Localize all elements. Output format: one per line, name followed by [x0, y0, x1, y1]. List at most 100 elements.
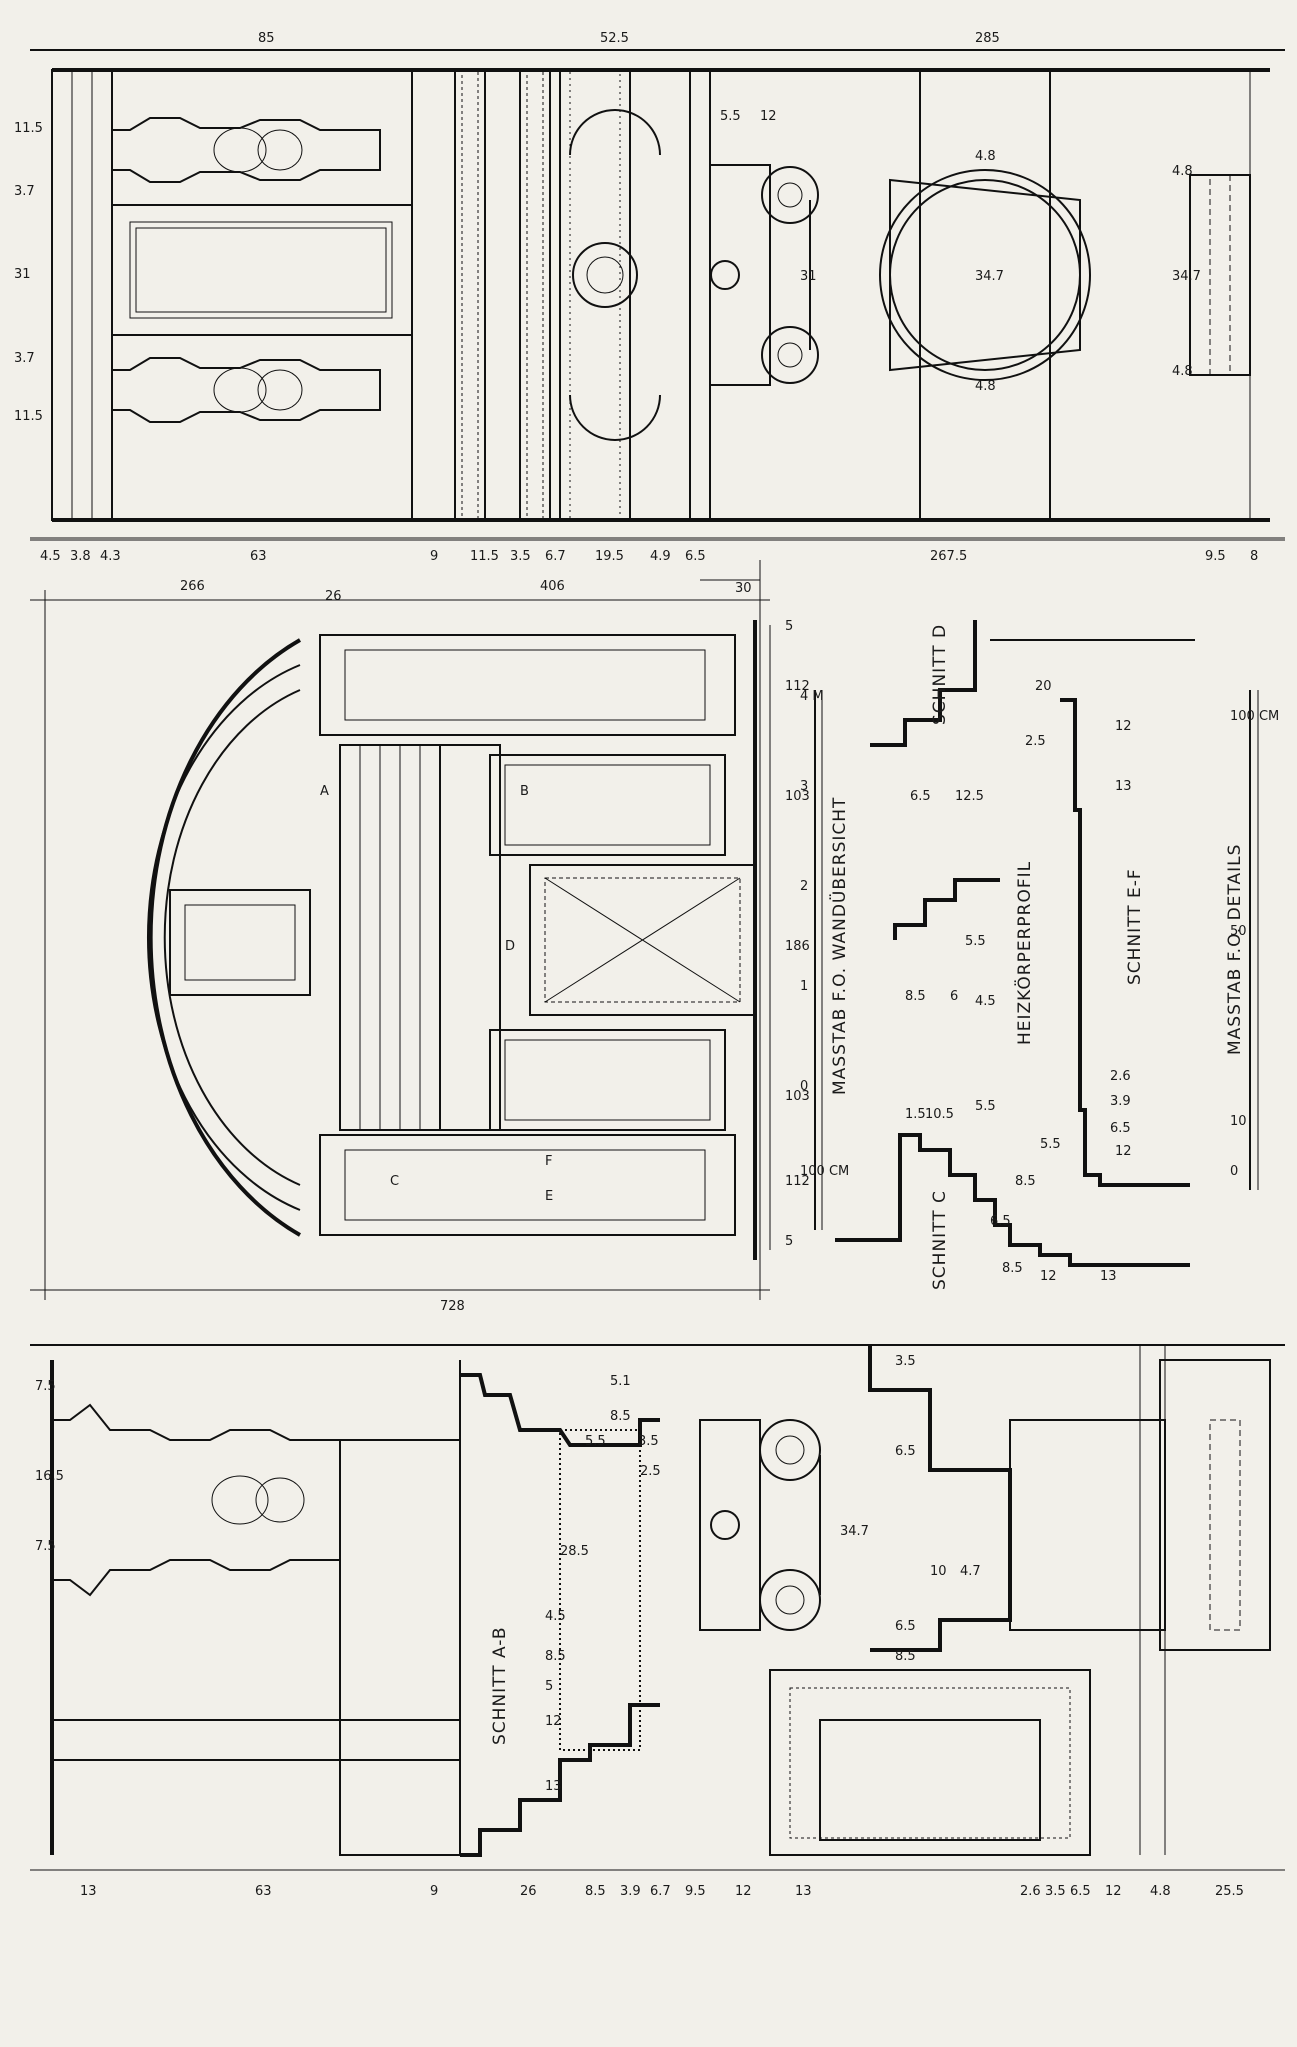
- dim-sec-c-0: 1.5: [905, 1107, 926, 1122]
- dim-strip-9: 4.9: [650, 549, 671, 564]
- dim-ab-13: 13: [545, 1779, 562, 1794]
- dim-bottom-6: 6.7: [650, 1884, 671, 1899]
- dim-bay-6: 5: [785, 1234, 793, 1249]
- dim-top-85: 85: [258, 31, 275, 46]
- dim-rad-0: 8.5: [905, 989, 926, 1004]
- dim-bay-3: 186: [785, 939, 810, 954]
- dim-capital-3: 4.8: [975, 149, 996, 164]
- dim-upper-left-1: 3.7: [14, 184, 35, 199]
- dim-bottom-13: 12: [1105, 1884, 1122, 1899]
- dim-sec-c-3: 5.5: [1040, 1137, 1061, 1152]
- scale-overview-3: 3: [800, 779, 808, 794]
- dim-bottom-9: 13: [795, 1884, 812, 1899]
- wall-overview: A B C D E F 266 26 406 30 728 5 112 103 …: [30, 560, 850, 1314]
- dim-bottom-5: 3.9: [620, 1884, 641, 1899]
- dim-bottom-4: 8.5: [585, 1884, 606, 1899]
- dim-overview-266: 266: [180, 579, 205, 594]
- column-shaft-top: [879, 169, 1091, 381]
- dim-ab-16: 6.5: [895, 1619, 916, 1634]
- dim-ab-11: 5: [545, 1679, 553, 1694]
- dim-ab-2: 7.5: [35, 1539, 56, 1554]
- section-marker-e: E: [545, 1189, 553, 1204]
- dim-ab-9: 4.5: [545, 1609, 566, 1624]
- dim-strip-13: 8: [1250, 549, 1258, 564]
- dim-capital-7: 34.7: [1172, 269, 1201, 284]
- dim-sec-c-1: 10.5: [925, 1107, 954, 1122]
- dim-bottom-15: 25.5: [1215, 1884, 1244, 1899]
- dim-strip-8: 19.5: [595, 549, 624, 564]
- title-radiator-profile: HEIZKÖRPERPROFIL: [1013, 861, 1035, 1045]
- scale-overview-100cm: 100 CM: [800, 1164, 849, 1179]
- dim-sec-c-2: 5.5: [975, 1099, 996, 1114]
- title-section-c: SCHNITT C: [930, 1190, 950, 1290]
- dim-upper-left-2: 31: [14, 267, 31, 282]
- dim-bay-0: 5: [785, 619, 793, 634]
- title-section-ab: SCHNITT A-B: [490, 1627, 510, 1746]
- scale-overview-1: 1: [800, 979, 808, 994]
- dim-rad-7: 20: [1035, 679, 1052, 694]
- dim-strip-7: 6.7: [545, 549, 566, 564]
- section-marker-a: A: [320, 784, 329, 799]
- dim-ab-6: 3.5: [638, 1434, 659, 1449]
- dim-ab-0: 7.5: [35, 1379, 56, 1394]
- dim-ab-17: 34.7: [840, 1524, 869, 1539]
- dim-sec-c-5: 6.5: [990, 1214, 1011, 1229]
- scale-details-100cm: 100 CM: [1230, 709, 1279, 724]
- dim-upper-left-4: 11.5: [14, 409, 43, 424]
- ornamental-frame: [769, 1669, 1091, 1856]
- dim-bottom-2: 9: [430, 1884, 438, 1899]
- section-marker-b: B: [520, 784, 529, 799]
- dim-bay-5: 112: [785, 1174, 810, 1189]
- title-section-d: SCHNITT D: [930, 624, 950, 725]
- dim-strip-6: 3.5: [510, 549, 531, 564]
- dim-rad-10: 6.5: [1110, 1121, 1131, 1136]
- dim-bay-1: 112: [785, 679, 810, 694]
- dim-bottom-14: 4.8: [1150, 1884, 1171, 1899]
- dim-bay-4: 103: [785, 1089, 810, 1104]
- dim-bottom-10: 2.6: [1020, 1884, 1041, 1899]
- dim-overview-406: 406: [540, 579, 565, 594]
- dim-strip-3: 63: [250, 549, 267, 564]
- dim-upper-left-3: 3.7: [14, 351, 35, 366]
- dim-rad-11: 3.9: [1110, 1094, 1131, 1109]
- dim-rad-12: 2.6: [1110, 1069, 1131, 1084]
- dim-ab-15: 3.5: [895, 1354, 916, 1369]
- scale-bar-details: 100 CM 50 10 0 MASSTAB F.O. DETAILS: [1225, 690, 1279, 1190]
- dim-capital-5: 4.8: [975, 379, 996, 394]
- title-scale-details: MASSTAB F.O. DETAILS: [1225, 844, 1245, 1055]
- scale-details-10: 10: [1230, 1114, 1247, 1129]
- dim-bottom-11: 3.5: [1045, 1884, 1066, 1899]
- dim-strip-10: 6.5: [685, 549, 706, 564]
- dim-strip-4: 9: [430, 549, 438, 564]
- scale-overview-2: 2: [800, 879, 808, 894]
- dim-bottom-3: 26: [520, 1884, 537, 1899]
- dim-ab-8: 28.5: [560, 1544, 589, 1559]
- section-marker-c: C: [390, 1174, 399, 1189]
- dim-sec-c-6: 8.5: [1002, 1261, 1023, 1276]
- dim-ab-7: 2.5: [640, 1464, 661, 1479]
- dim-rad-9: 13: [1115, 779, 1132, 794]
- dim-ab-4: 8.5: [610, 1409, 631, 1424]
- dim-overview-728: 728: [440, 1299, 465, 1314]
- scale-details-0: 0: [1230, 1164, 1238, 1179]
- dim-ab-10: 8.5: [545, 1649, 566, 1664]
- dim-strip-1: 3.8: [70, 549, 91, 564]
- dim-top-285: 285: [975, 31, 1000, 46]
- dim-overview-26: 26: [325, 589, 342, 604]
- dim-capital-1: 12: [760, 109, 777, 124]
- baluster-lower: [111, 357, 381, 423]
- dim-strip-11: 267.5: [930, 549, 967, 564]
- dim-strip-12: 9.5: [1205, 549, 1226, 564]
- dim-sec-c-8: 13: [1100, 1269, 1117, 1284]
- dim-rad-4: 6.5: [910, 789, 931, 804]
- dim-rad-6: 2.5: [1025, 734, 1046, 749]
- dim-capital-0: 5.5: [720, 109, 741, 124]
- dim-capital-8: 4.8: [1172, 364, 1193, 379]
- scale-details-50: 50: [1230, 924, 1247, 939]
- dim-rad-8: 12: [1115, 719, 1132, 734]
- dim-ab-3: 5.1: [610, 1374, 631, 1389]
- dim-ab-5: 5.5: [585, 1434, 606, 1449]
- dim-bottom-12: 6.5: [1070, 1884, 1091, 1899]
- arch: [146, 638, 311, 1237]
- dim-rad-2: 4.5: [975, 994, 996, 1009]
